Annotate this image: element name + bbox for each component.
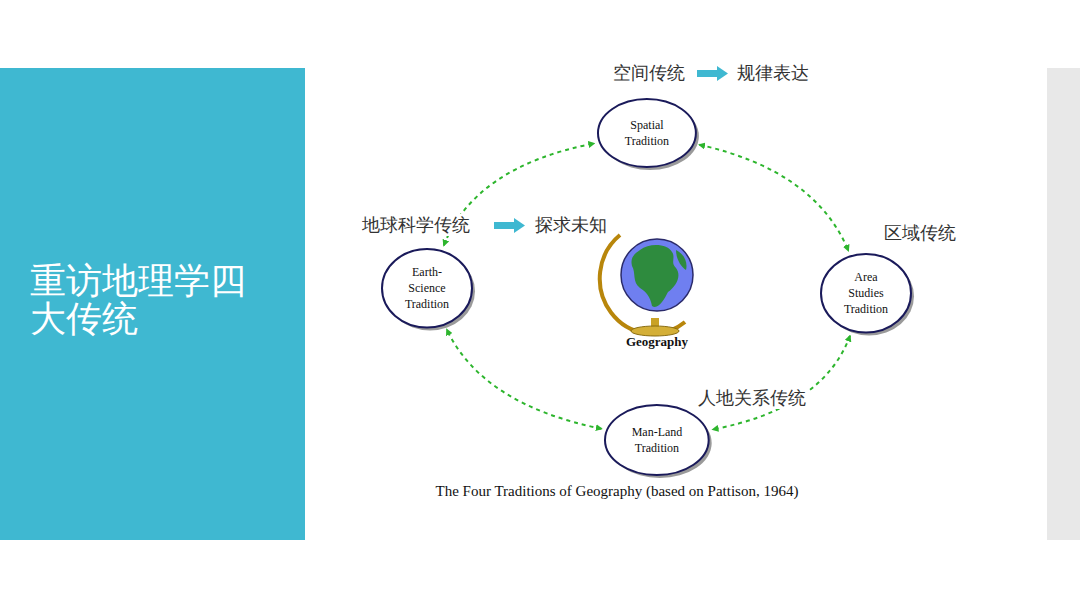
node-label: Area Studies Tradition: [841, 269, 891, 318]
tradition-ellipse: Man-Land Tradition: [603, 403, 711, 477]
dashed-connector: [699, 145, 848, 251]
tradition-ellipse: Area Studies Tradition: [819, 252, 913, 334]
annotation-label: 地球科学传统: [360, 214, 472, 236]
tradition-ellipse: Spatial Tradition: [596, 97, 698, 169]
annotation-label: 区域传统: [882, 222, 958, 244]
node-label: Spatial Tradition: [616, 117, 678, 149]
title-panel: [0, 68, 305, 540]
annotation-label: 空间传统: [611, 62, 687, 84]
annotation-label: 探求未知: [533, 214, 609, 236]
teal-arrow: [697, 66, 728, 81]
globe-label: Geography: [626, 334, 688, 350]
dashed-connector: [447, 330, 602, 429]
dashed-connector: [713, 336, 850, 430]
figure-caption: The Four Traditions of Geography (based …: [436, 483, 799, 500]
node-label: Man-Land Tradition: [624, 424, 690, 456]
annotation-label: 规律表达: [735, 62, 811, 84]
node-label: Earth- Science Tradition: [402, 264, 452, 313]
globe-illustration: [600, 235, 693, 336]
teal-arrow: [494, 218, 525, 233]
slide-title: 重访地理学四大传统: [30, 262, 280, 338]
tradition-ellipse: Earth- Science Tradition: [380, 247, 474, 329]
side-strip: [1047, 68, 1080, 540]
ellipse-outline: [603, 403, 711, 477]
ellipse-outline: [596, 97, 698, 169]
annotation-label: 人地关系传统: [696, 387, 808, 409]
